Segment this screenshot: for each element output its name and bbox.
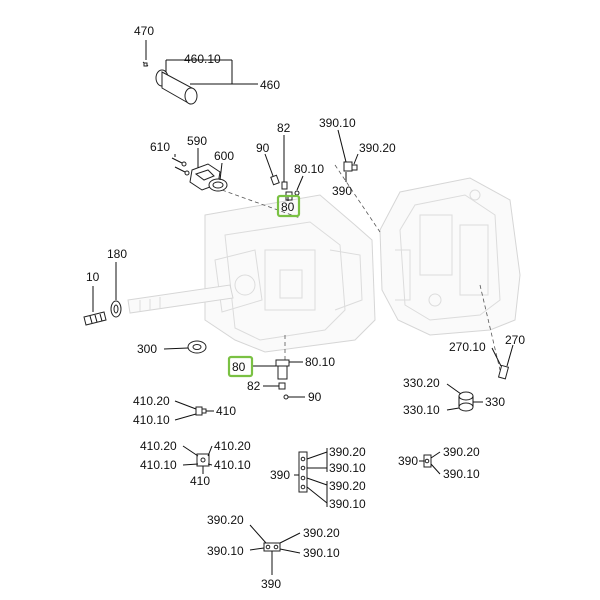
label-410-20-a[interactable]: 410.20	[133, 394, 170, 408]
main-shaft	[127, 284, 234, 314]
label-390-10-e-left[interactable]: 390.10	[207, 544, 244, 558]
label-82-mid[interactable]: 82	[247, 379, 261, 393]
label-80-10-top[interactable]: 80.10	[294, 162, 324, 176]
label-390-10-c1[interactable]: 390.10	[329, 461, 366, 475]
label-590[interactable]: 590	[187, 134, 207, 148]
label-390-20-e-right[interactable]: 390.20	[303, 526, 340, 540]
part-600-gasket	[208, 178, 228, 192]
label-390-20-c1[interactable]: 390.20	[329, 445, 366, 459]
label-330-20[interactable]: 330.20	[403, 376, 440, 390]
label-390-10-top[interactable]: 390.10	[319, 116, 356, 130]
label-470[interactable]: 470	[134, 24, 154, 38]
label-410-10-a[interactable]: 410.10	[133, 413, 170, 427]
label-82-top[interactable]: 82	[277, 121, 291, 135]
label-390-10-d[interactable]: 390.10	[443, 467, 480, 481]
part-410-a	[195, 406, 207, 416]
highlight-box-80-mid	[227, 355, 254, 378]
label-330-10[interactable]: 330.10	[403, 403, 440, 417]
label-410-20-b-left[interactable]: 410.20	[140, 439, 177, 453]
part-180-washer	[110, 300, 122, 318]
part-270-sensor	[497, 364, 510, 380]
part-390-c	[298, 451, 308, 493]
part-90-mid	[283, 394, 289, 400]
label-460[interactable]: 460	[260, 78, 280, 92]
label-610[interactable]: 610	[150, 140, 170, 154]
part-80-mid-sensor	[275, 359, 290, 380]
assembly-lines	[221, 164, 501, 371]
label-90-top[interactable]: 90	[256, 141, 270, 155]
label-300[interactable]: 300	[137, 342, 157, 356]
label-10[interactable]: 10	[86, 270, 100, 284]
leader-lines	[92, 40, 514, 575]
label-270[interactable]: 270	[505, 333, 525, 347]
part-390-e	[263, 542, 281, 552]
label-90-mid[interactable]: 90	[308, 390, 322, 404]
callout-labels: 470 460.10 460 610 590 600 82 90 80.10 8…	[86, 24, 525, 591]
label-390-top[interactable]: 390	[332, 184, 352, 198]
part-390-top-bracket	[343, 161, 358, 172]
label-390-20-c2[interactable]: 390.20	[329, 479, 366, 493]
highlight-box-80-top	[276, 194, 301, 218]
part-82-top	[281, 181, 288, 190]
label-390-e[interactable]: 390	[261, 577, 281, 591]
label-330[interactable]: 330	[485, 395, 505, 409]
transmission-housing-rear	[379, 177, 521, 336]
label-600[interactable]: 600	[214, 149, 234, 163]
label-390-10-e-right[interactable]: 390.10	[303, 546, 340, 560]
part-90-top	[270, 174, 280, 186]
label-390-d[interactable]: 390	[398, 454, 418, 468]
part-82-mid	[278, 382, 286, 390]
label-460-10[interactable]: 460.10	[184, 52, 221, 66]
part-610-screws	[171, 157, 190, 176]
label-410-10-b-right[interactable]: 410.10	[214, 458, 251, 472]
part-10-bolt	[83, 311, 107, 326]
label-80-top[interactable]: 80	[281, 200, 295, 214]
part-330-plug	[458, 391, 474, 412]
label-410-10-b-left[interactable]: 410.10	[140, 458, 177, 472]
label-270-10[interactable]: 270.10	[449, 340, 486, 354]
label-390-20-d[interactable]: 390.20	[443, 445, 480, 459]
part-300-seal	[187, 340, 207, 354]
part-460-sleeve	[155, 69, 198, 105]
label-410-a[interactable]: 410	[216, 404, 236, 418]
label-80-10-mid[interactable]: 80.10	[305, 355, 335, 369]
label-410-20-b-right[interactable]: 410.20	[214, 439, 251, 453]
label-410-b[interactable]: 410	[190, 474, 210, 488]
part-390-d	[423, 454, 432, 468]
part-470-pin	[142, 61, 149, 67]
label-80-mid[interactable]: 80	[232, 360, 246, 374]
label-180[interactable]: 180	[107, 247, 127, 261]
label-390-20-top[interactable]: 390.20	[359, 141, 396, 155]
part-410-b	[196, 453, 210, 467]
label-390-20-e-left[interactable]: 390.20	[207, 513, 244, 527]
label-390-c[interactable]: 390	[270, 468, 290, 482]
transmission-housing-front	[204, 194, 376, 353]
label-390-10-c2[interactable]: 390.10	[329, 497, 366, 511]
